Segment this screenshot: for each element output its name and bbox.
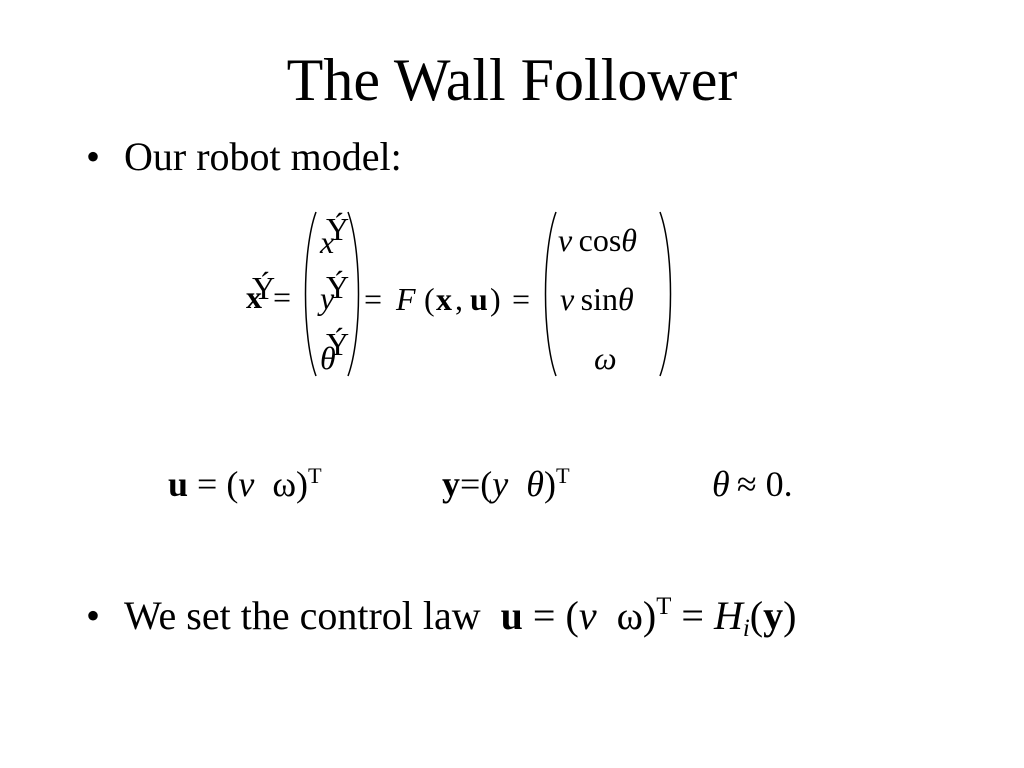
bullet-text: Our robot model:	[124, 134, 402, 179]
eq-comma: ,	[455, 281, 463, 317]
bullet-text: We set the control law u = (v ω)T = Hi(y…	[124, 592, 796, 646]
vec-y-overmark: Ý	[326, 269, 350, 305]
eq-equals-3: =	[512, 281, 531, 317]
eq-bold-x: x	[436, 281, 452, 317]
control-law-text: We set the control law	[124, 593, 481, 638]
eq-equals-2: =	[364, 281, 383, 317]
def-theta-approx: θ ≈ 0.	[712, 464, 793, 504]
vec-x: x	[320, 224, 335, 260]
control-law-equation: u = (v ω)T = Hi(y)	[500, 593, 797, 643]
eq-open-paren: (	[424, 281, 435, 317]
def-u: u = (v ω)T	[168, 462, 322, 504]
right-vector-close-paren	[659, 211, 672, 377]
eq-bold-u: u	[470, 281, 488, 317]
def-y: y=(y θ)T	[442, 462, 570, 504]
rvec-row-cos: v cosθ	[558, 222, 637, 258]
eq-lhs-overmark: Ý	[252, 270, 276, 306]
eq-equals-1: =	[273, 279, 292, 315]
eq-close-paren: )	[490, 281, 501, 317]
right-vector-open-paren	[544, 211, 557, 377]
left-vector-open-paren	[304, 211, 317, 377]
vec-theta: θ	[320, 340, 336, 376]
eq-lhs-x: x	[246, 279, 262, 315]
vec-y: y	[320, 280, 335, 316]
vec-x-overmark: Ý	[326, 211, 350, 247]
vec-theta-overmark: Ý	[326, 326, 350, 362]
rvec-row-omega: ω	[594, 340, 617, 376]
slide-title: The Wall Follower	[286, 47, 738, 113]
bullet-dot-icon: •	[86, 134, 101, 179]
bullet-dot-icon: •	[86, 593, 101, 638]
eq-F: F	[396, 281, 416, 317]
left-vector-close-paren	[347, 211, 360, 377]
rvec-row-sin: v sinθ	[560, 281, 634, 317]
